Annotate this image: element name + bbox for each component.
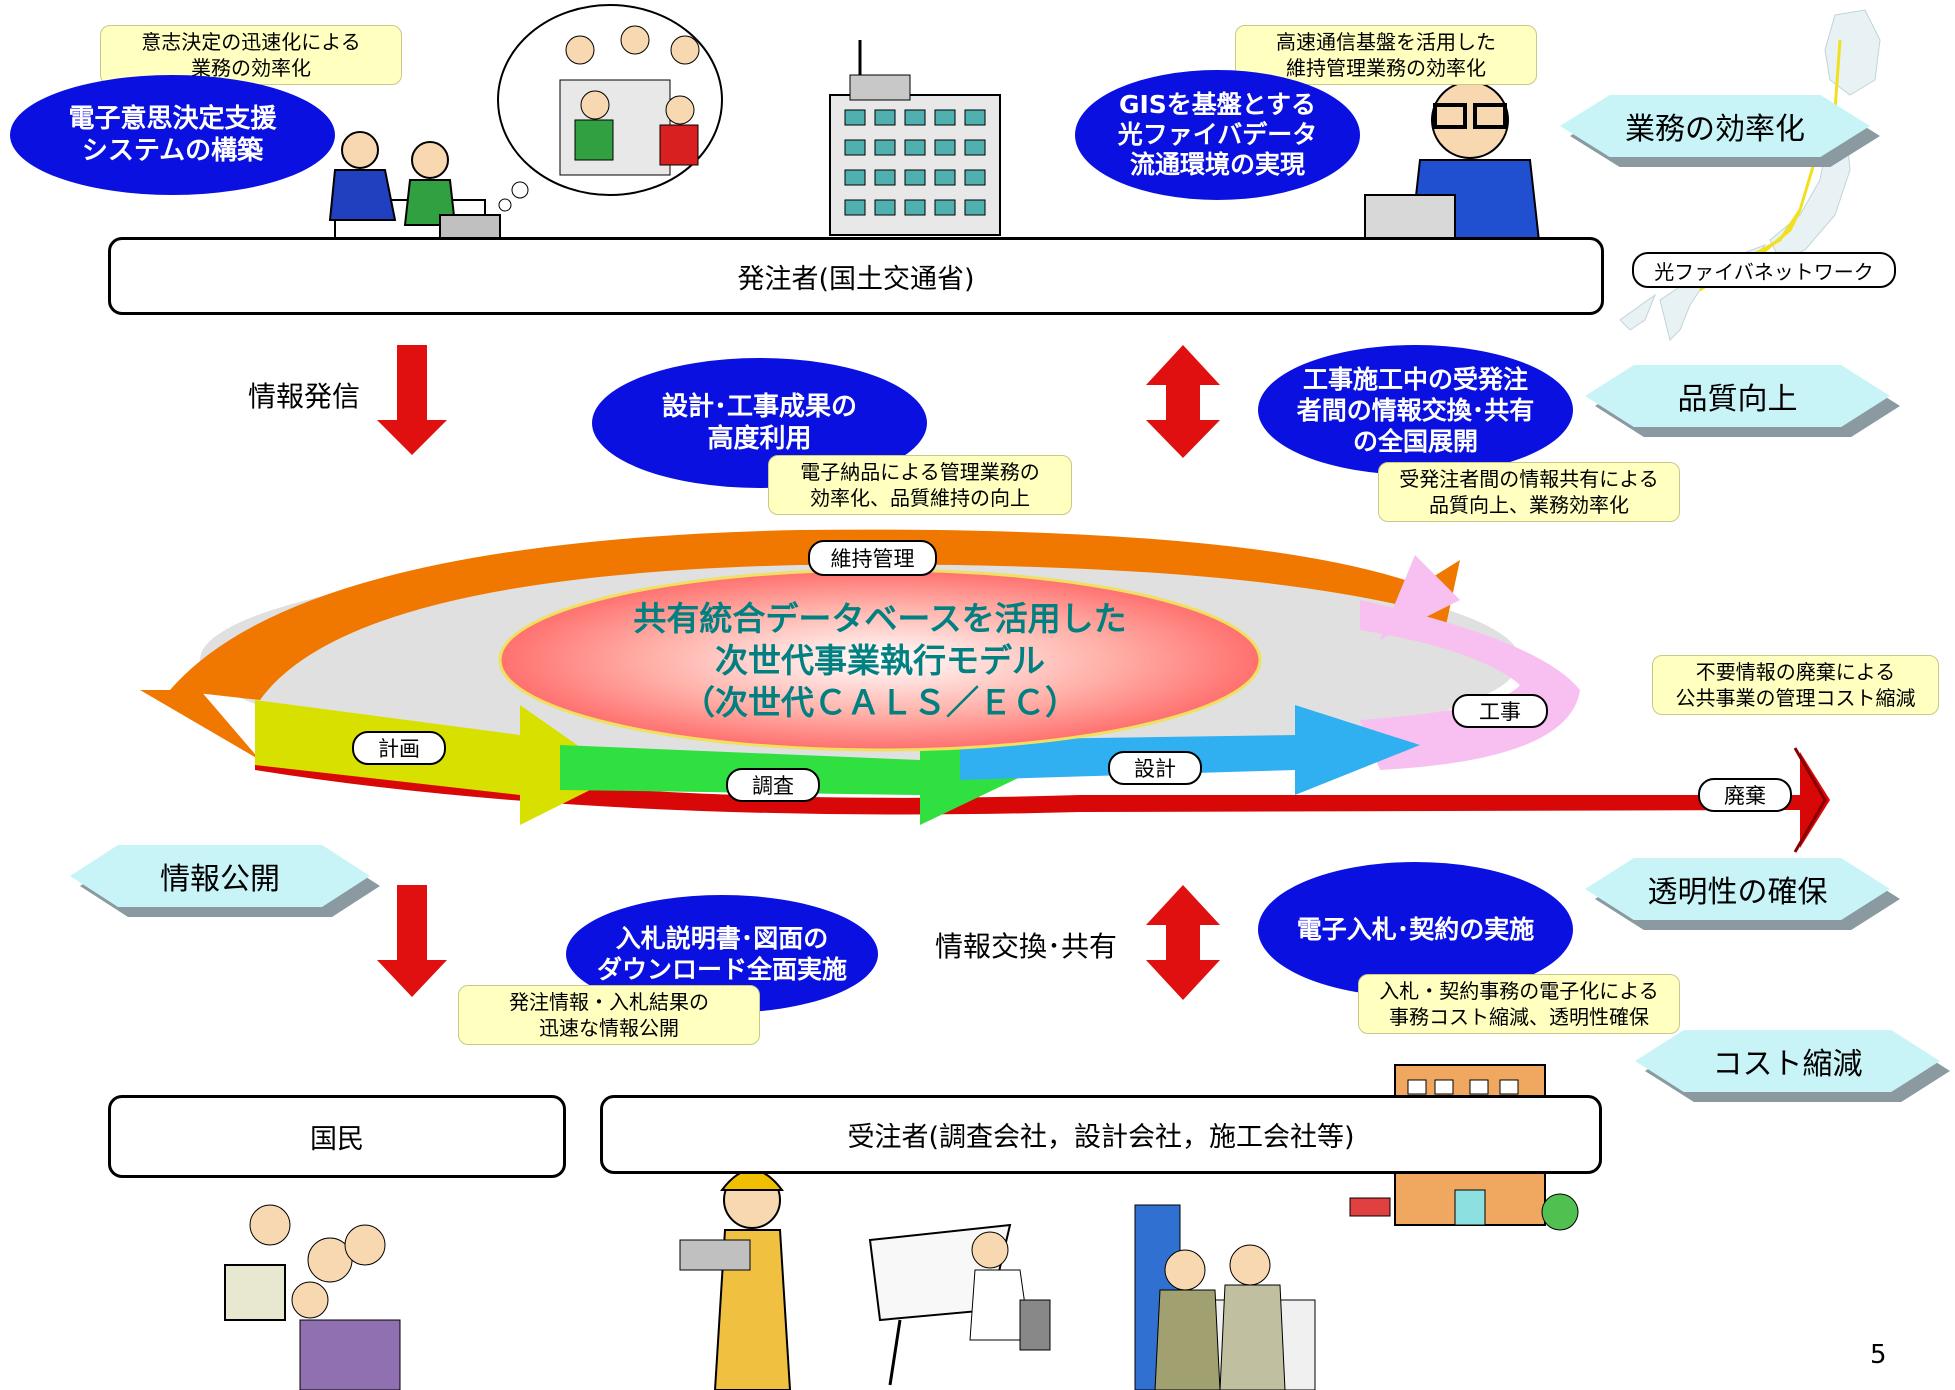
disclosure-label: 情報公開 <box>70 845 370 907</box>
construction-sharing-ellipse: 工事施工中の受発注 者間の情報交換･共有 の全国展開 <box>1258 345 1573 475</box>
design-arrow <box>960 705 1420 795</box>
info-send-label: 情報発信 <box>248 380 361 413</box>
stage-maintenance: 維持管理 <box>808 540 937 576</box>
ellipse-line: 設計･工事成果の <box>661 392 857 422</box>
ellipse-line: 電子意思決定支援 <box>68 104 277 134</box>
note-line: 公共事業の管理コスト縮減 <box>1675 686 1916 710</box>
computer-worker-illustration <box>1364 81 1542 261</box>
quality-octagon: 品質向上 <box>1585 365 1900 437</box>
officers-illustration <box>328 131 501 251</box>
stage-disposal: 廃棄 <box>1698 778 1792 812</box>
construction-workers-illustration <box>1134 1204 1316 1390</box>
stage-survey: 調査 <box>726 768 820 802</box>
bid-info-note: 発注情報・入札結果の 迅速な情報公開 <box>458 985 760 1045</box>
contractor-box: 受注者(調査会社，設計会社，施工会社等) <box>600 1095 1602 1174</box>
client-box: 発注者(国土交通省) <box>108 237 1604 315</box>
note-line: 入札・契約事務の電子化による <box>1379 979 1659 1003</box>
meeting-bubble-illustration <box>497 4 723 212</box>
gis-fiber-ellipse: GISを基盤とする 光ファイバデータ 流通環境の実現 <box>1075 70 1360 200</box>
quality-label: 品質向上 <box>1585 365 1890 427</box>
e-delivery-note: 電子納品による管理業務の 効率化、品質維持の向上 <box>768 455 1072 515</box>
stage-construction: 工事 <box>1452 694 1548 728</box>
transparency-octagon: 透明性の確保 <box>1585 858 1900 930</box>
disposal-note: 不要情報の廃棄による 公共事業の管理コスト縮減 <box>1652 655 1939 715</box>
public-box: 国民 <box>108 1095 566 1178</box>
disclosure-arrow <box>377 885 447 997</box>
note-line: 発注情報・入札結果の <box>509 990 709 1014</box>
ellipse-line: 者間の情報交換･共有 <box>1296 395 1535 425</box>
quality-exchange-arrow <box>1146 345 1220 458</box>
designer-illustration <box>868 1223 1051 1386</box>
info-exchange-arrow <box>1146 885 1220 1000</box>
cost-octagon: コスト縮減 <box>1635 1030 1950 1102</box>
transparency-label: 透明性の確保 <box>1585 858 1890 920</box>
title-line: 共有統合データベースを活用した <box>633 599 1127 638</box>
note-line: 維持管理業務の効率化 <box>1286 56 1486 80</box>
info-exchange-label: 情報交換･共有 <box>935 930 1118 963</box>
japan-map-icon <box>1619 9 1881 341</box>
ellipse-line: GISを基盤とする <box>1118 90 1317 119</box>
cals-ec-title: 共有統合データベースを活用した 次世代事業執行モデル （次世代ＣＡＬＳ／ＥＣ） <box>520 598 1240 724</box>
stage-planning: 計画 <box>352 731 446 765</box>
cost-label: コスト縮減 <box>1635 1030 1940 1092</box>
ellipse-line: 電子入札･契約の実施 <box>1296 914 1535 944</box>
optical-network-label: 光ファイバネットワーク <box>1632 252 1896 288</box>
ellipse-line: の全国展開 <box>1352 426 1478 456</box>
ellipse-line: システムの構築 <box>81 136 264 166</box>
ellipse-line: 入札説明書･図面の <box>615 924 829 953</box>
surveyor-illustration <box>679 1169 792 1390</box>
note-line: 意志決定の迅速化による <box>141 30 361 54</box>
telecom-note: 高速通信基盤を活用した 維持管理業務の効率化 <box>1235 25 1537 85</box>
ellipse-line: ダウンロード全面実施 <box>596 955 847 984</box>
note-line: 迅速な情報公開 <box>539 1016 679 1040</box>
decision-support-ellipse: 電子意思決定支援 システムの構築 <box>10 75 335 195</box>
ministry-building-illustration <box>829 40 1001 236</box>
decision-speed-note: 意志決定の迅速化による 業務の効率化 <box>100 25 402 85</box>
note-line: 効率化、品質維持の向上 <box>810 486 1030 510</box>
ellipse-line: 工事施工中の受発注 <box>1302 364 1528 394</box>
stage-design: 設計 <box>1108 751 1202 785</box>
note-line: 高速通信基盤を活用した <box>1276 30 1496 54</box>
note-line: 電子納品による管理業務の <box>800 460 1040 484</box>
efficiency-label: 業務の効率化 <box>1560 95 1870 157</box>
ellipse-line: 光ファイバデータ <box>1117 120 1318 149</box>
e-contract-note: 入札・契約事務の電子化による 事務コスト縮減、透明性確保 <box>1358 974 1680 1034</box>
disclosure-octagon: 情報公開 <box>70 845 380 917</box>
info-share-note: 受発注者間の情報共有による 品質向上、業務効率化 <box>1378 462 1680 522</box>
page-number: 5 <box>1870 1340 1887 1370</box>
note-line: 不要情報の廃棄による <box>1695 660 1896 684</box>
citizens-illustration <box>224 1204 401 1390</box>
ellipse-line: 高度利用 <box>707 424 812 454</box>
note-line: 品質向上、業務効率化 <box>1429 493 1629 517</box>
disposal-arrow <box>255 745 1830 853</box>
title-line: 次世代事業執行モデル <box>715 641 1045 680</box>
note-line: 事務コスト縮減、透明性確保 <box>1389 1005 1649 1029</box>
note-line: 受発注者間の情報共有による <box>1399 467 1659 491</box>
ellipse-line: 流通環境の実現 <box>1129 150 1305 179</box>
efficiency-octagon: 業務の効率化 <box>1560 95 1880 167</box>
maintenance-arc <box>170 529 1460 700</box>
title-line: （次世代ＣＡＬＳ／ＥＣ） <box>682 683 1078 722</box>
info-send-arrow <box>377 345 447 455</box>
